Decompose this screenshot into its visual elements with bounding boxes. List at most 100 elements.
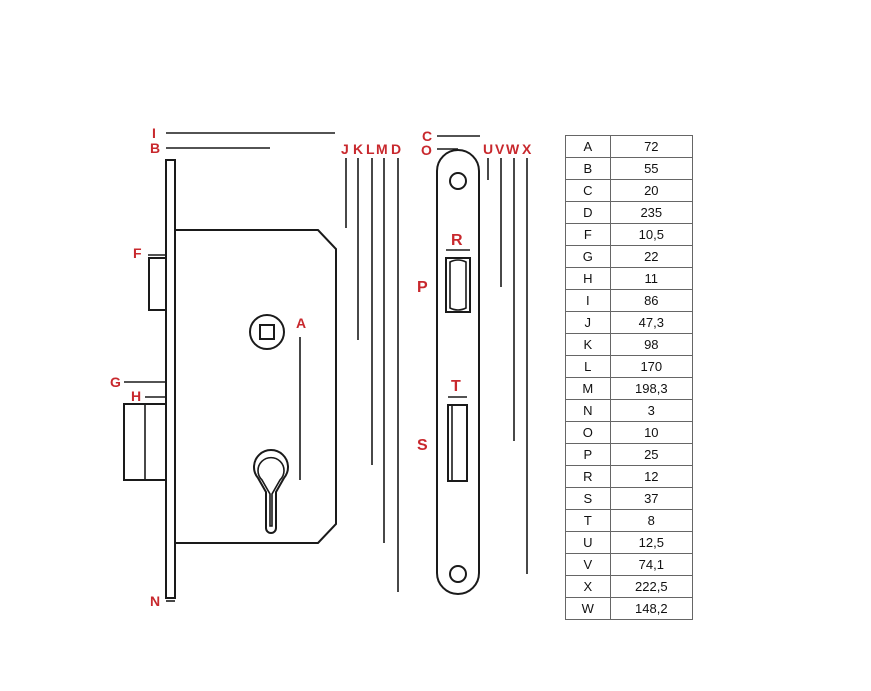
- label-P: P: [417, 279, 428, 296]
- label-T: T: [451, 378, 461, 395]
- label-W: W: [506, 141, 520, 157]
- lock-body-view: [123, 159, 337, 599]
- label-D: D: [391, 141, 401, 157]
- dimension-value: 198,3: [609, 377, 694, 400]
- dimension-key: D: [565, 201, 611, 224]
- labels-right: C O U V W X R P T S: [417, 128, 532, 454]
- dimension-key: S: [565, 487, 611, 510]
- dimension-key: X: [565, 575, 611, 598]
- dimension-key: N: [565, 399, 611, 422]
- dimension-value: 8: [609, 509, 694, 532]
- dimension-key: B: [565, 157, 611, 180]
- dimension-key: K: [565, 333, 611, 356]
- dimension-key: W: [565, 597, 611, 620]
- label-F: F: [133, 245, 142, 261]
- dimension-key: F: [565, 223, 611, 246]
- lock-case: [174, 229, 337, 544]
- faceplate-front-view: [436, 149, 480, 595]
- dimension-key: V: [565, 553, 611, 576]
- label-C: C: [422, 128, 432, 144]
- dimension-value: 22: [609, 245, 694, 268]
- label-J: J: [341, 141, 349, 157]
- dimension-key: T: [565, 509, 611, 532]
- dimension-key: O: [565, 421, 611, 444]
- dimension-lines-right: [437, 135, 528, 574]
- dimension-key: R: [565, 465, 611, 488]
- deadbolt-opening: [447, 404, 468, 482]
- dimension-value: 55: [609, 157, 694, 180]
- labels-left: I B F G H N A J K L M D: [110, 125, 401, 609]
- label-U: U: [483, 141, 493, 157]
- label-X: X: [522, 141, 532, 157]
- faceplate-front: [436, 149, 480, 595]
- dimension-key: A: [565, 135, 611, 158]
- dimension-value: 25: [609, 443, 694, 466]
- label-A: A: [296, 315, 306, 331]
- label-N: N: [150, 593, 160, 609]
- cylinder-inner: [257, 456, 285, 527]
- label-L: L: [366, 141, 375, 157]
- dimension-value: 37: [609, 487, 694, 510]
- dimension-value: 148,2: [609, 597, 694, 620]
- dimension-value: 10,5: [609, 223, 694, 246]
- dimension-value: 3: [609, 399, 694, 422]
- dimension-value: 20: [609, 179, 694, 202]
- label-H: H: [131, 388, 141, 404]
- screw-hole-bottom: [449, 565, 467, 583]
- label-I: I: [152, 125, 156, 141]
- faceplate: [165, 159, 176, 599]
- dimension-value: 47,3: [609, 311, 694, 334]
- label-M: M: [376, 141, 388, 157]
- dimension-lines-left: [124, 132, 399, 602]
- dimension-key: G: [565, 245, 611, 268]
- label-V: V: [495, 141, 505, 157]
- label-R: R: [451, 232, 463, 249]
- dimension-value: 222,5: [609, 575, 694, 598]
- dimension-value: 72: [609, 135, 694, 158]
- dimension-value: 86: [609, 289, 694, 312]
- latch-bevel: [449, 259, 467, 311]
- label-G: G: [110, 374, 121, 390]
- dimension-key: I: [565, 289, 611, 312]
- dimension-key: J: [565, 311, 611, 334]
- dimension-key: H: [565, 267, 611, 290]
- dimension-value: 10: [609, 421, 694, 444]
- label-B: B: [150, 140, 160, 156]
- dimension-value: 74,1: [609, 553, 694, 576]
- follower-square: [259, 324, 275, 340]
- screw-hole-top: [449, 172, 467, 190]
- dimension-value: 12,5: [609, 531, 694, 554]
- dimension-value: 11: [609, 267, 694, 290]
- dimension-value: 235: [609, 201, 694, 224]
- label-S: S: [417, 437, 428, 454]
- dimension-key: P: [565, 443, 611, 466]
- dimension-key: C: [565, 179, 611, 202]
- label-O: O: [421, 142, 432, 158]
- label-K: K: [353, 141, 363, 157]
- latch-opening: [445, 257, 471, 313]
